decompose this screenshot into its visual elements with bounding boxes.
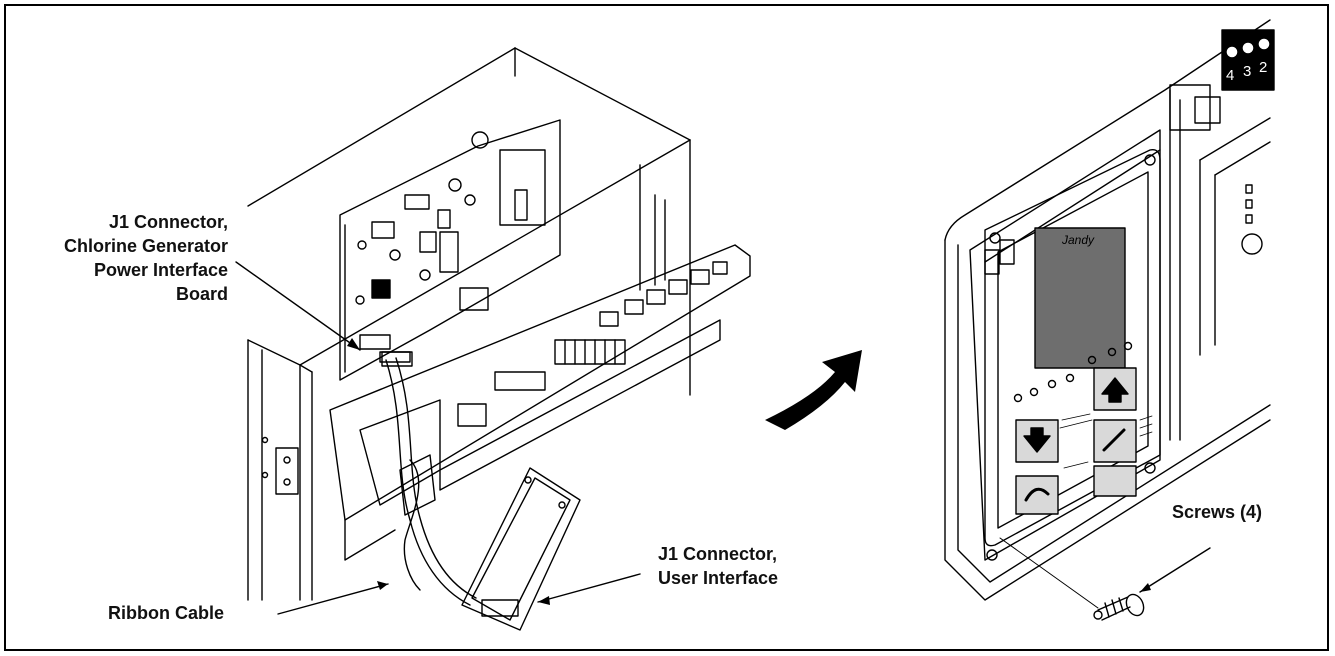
power-interface-board	[339, 119, 561, 381]
leader-arrowheads	[347, 338, 1151, 605]
callout-j1-power-interface: J1 Connector, Chlorine Generator Power I…	[18, 210, 228, 306]
leader-lines-left	[235, 261, 641, 615]
screw-path-line	[999, 537, 1099, 609]
user-interface-board	[329, 244, 751, 561]
ribbon-cable-drawing	[381, 351, 477, 606]
callout-j1-user-line-1: J1 Connector,	[658, 544, 778, 564]
leader-line-screws	[1139, 547, 1211, 593]
callout-j1-power-line-2: Chlorine Generator	[63, 236, 228, 256]
screw-drawing	[1093, 593, 1145, 621]
callout-j1-user-line-2: User Interface	[658, 568, 779, 588]
enclosure-box	[247, 47, 691, 601]
ui-display-board	[461, 467, 581, 631]
callout-j1-power-line-3: Power Interface	[93, 260, 228, 280]
terminal-number-3: 3	[1243, 63, 1251, 80]
panel-small-print	[1059, 413, 1153, 469]
controller-bezel	[984, 149, 1161, 547]
terminal-number-4: 4	[1226, 67, 1234, 84]
callout-screws: Screws (4)	[1172, 502, 1263, 522]
callout-j1-power-line-4: Board	[175, 284, 228, 304]
status-leds	[1013, 341, 1133, 403]
front-panel	[944, 19, 1275, 601]
lcd-screen	[1034, 227, 1126, 369]
terminal-number-2: 2	[1259, 59, 1267, 76]
callout-ribbon-cable: Ribbon Cable	[108, 603, 224, 623]
keypad	[1015, 367, 1137, 515]
direction-arrow-icon	[765, 350, 862, 430]
callout-j1-user-interface: J1 Connector, User Interface	[658, 542, 778, 590]
brand-logo-text: Jandy	[1061, 233, 1095, 247]
callout-j1-power-line-1: J1 Connector,	[108, 212, 228, 232]
